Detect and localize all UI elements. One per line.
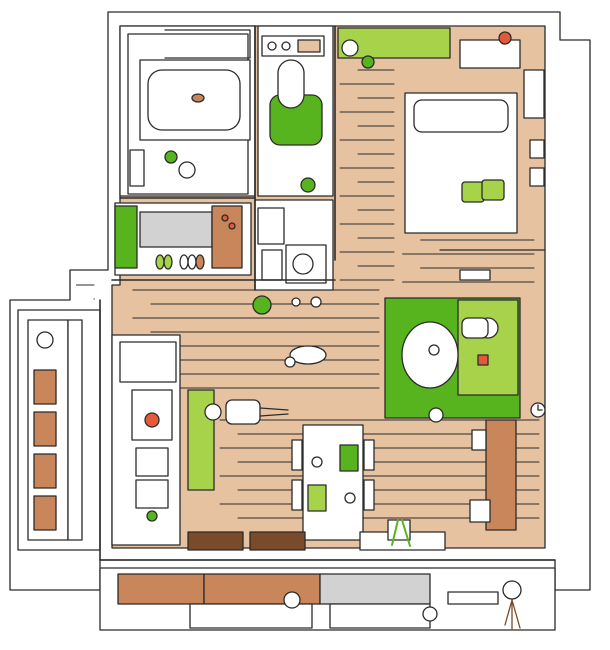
- plant-icon: [341, 31, 512, 69]
- bathtub-icon: [139, 59, 251, 141]
- living-room: [384, 297, 546, 531]
- cat-icon: [284, 345, 327, 368]
- entrance: [114, 202, 252, 276]
- washing-machine-icon: [285, 244, 327, 284]
- storage-closet: [17, 309, 101, 551]
- plant-icon: [387, 519, 411, 547]
- sink-icon: [135, 447, 169, 522]
- shoes-icon: [155, 254, 205, 270]
- person-icon: [461, 317, 499, 366]
- coffee-table: [401, 321, 459, 389]
- sofa-icon: [457, 299, 519, 396]
- door-mat: [187, 531, 244, 551]
- interior-walls: [99, 25, 556, 561]
- toilet-icon: [269, 59, 323, 146]
- plant-icon: [252, 295, 272, 315]
- dining-table-icon: [291, 424, 375, 541]
- kitchen: [111, 334, 215, 546]
- balcony: [99, 567, 556, 631]
- bathroom: [119, 25, 256, 197]
- person-icon: [204, 399, 289, 425]
- floor-objects: [204, 295, 327, 425]
- clock-icon: [530, 402, 546, 418]
- toilet-room: [254, 25, 334, 291]
- bed-icon: [404, 92, 518, 234]
- sink-icon: [164, 150, 196, 179]
- door-mat: [249, 531, 306, 551]
- stove-icon: [131, 389, 173, 441]
- wood-floor-pattern: [75, 69, 540, 538]
- bedroom: [337, 27, 546, 281]
